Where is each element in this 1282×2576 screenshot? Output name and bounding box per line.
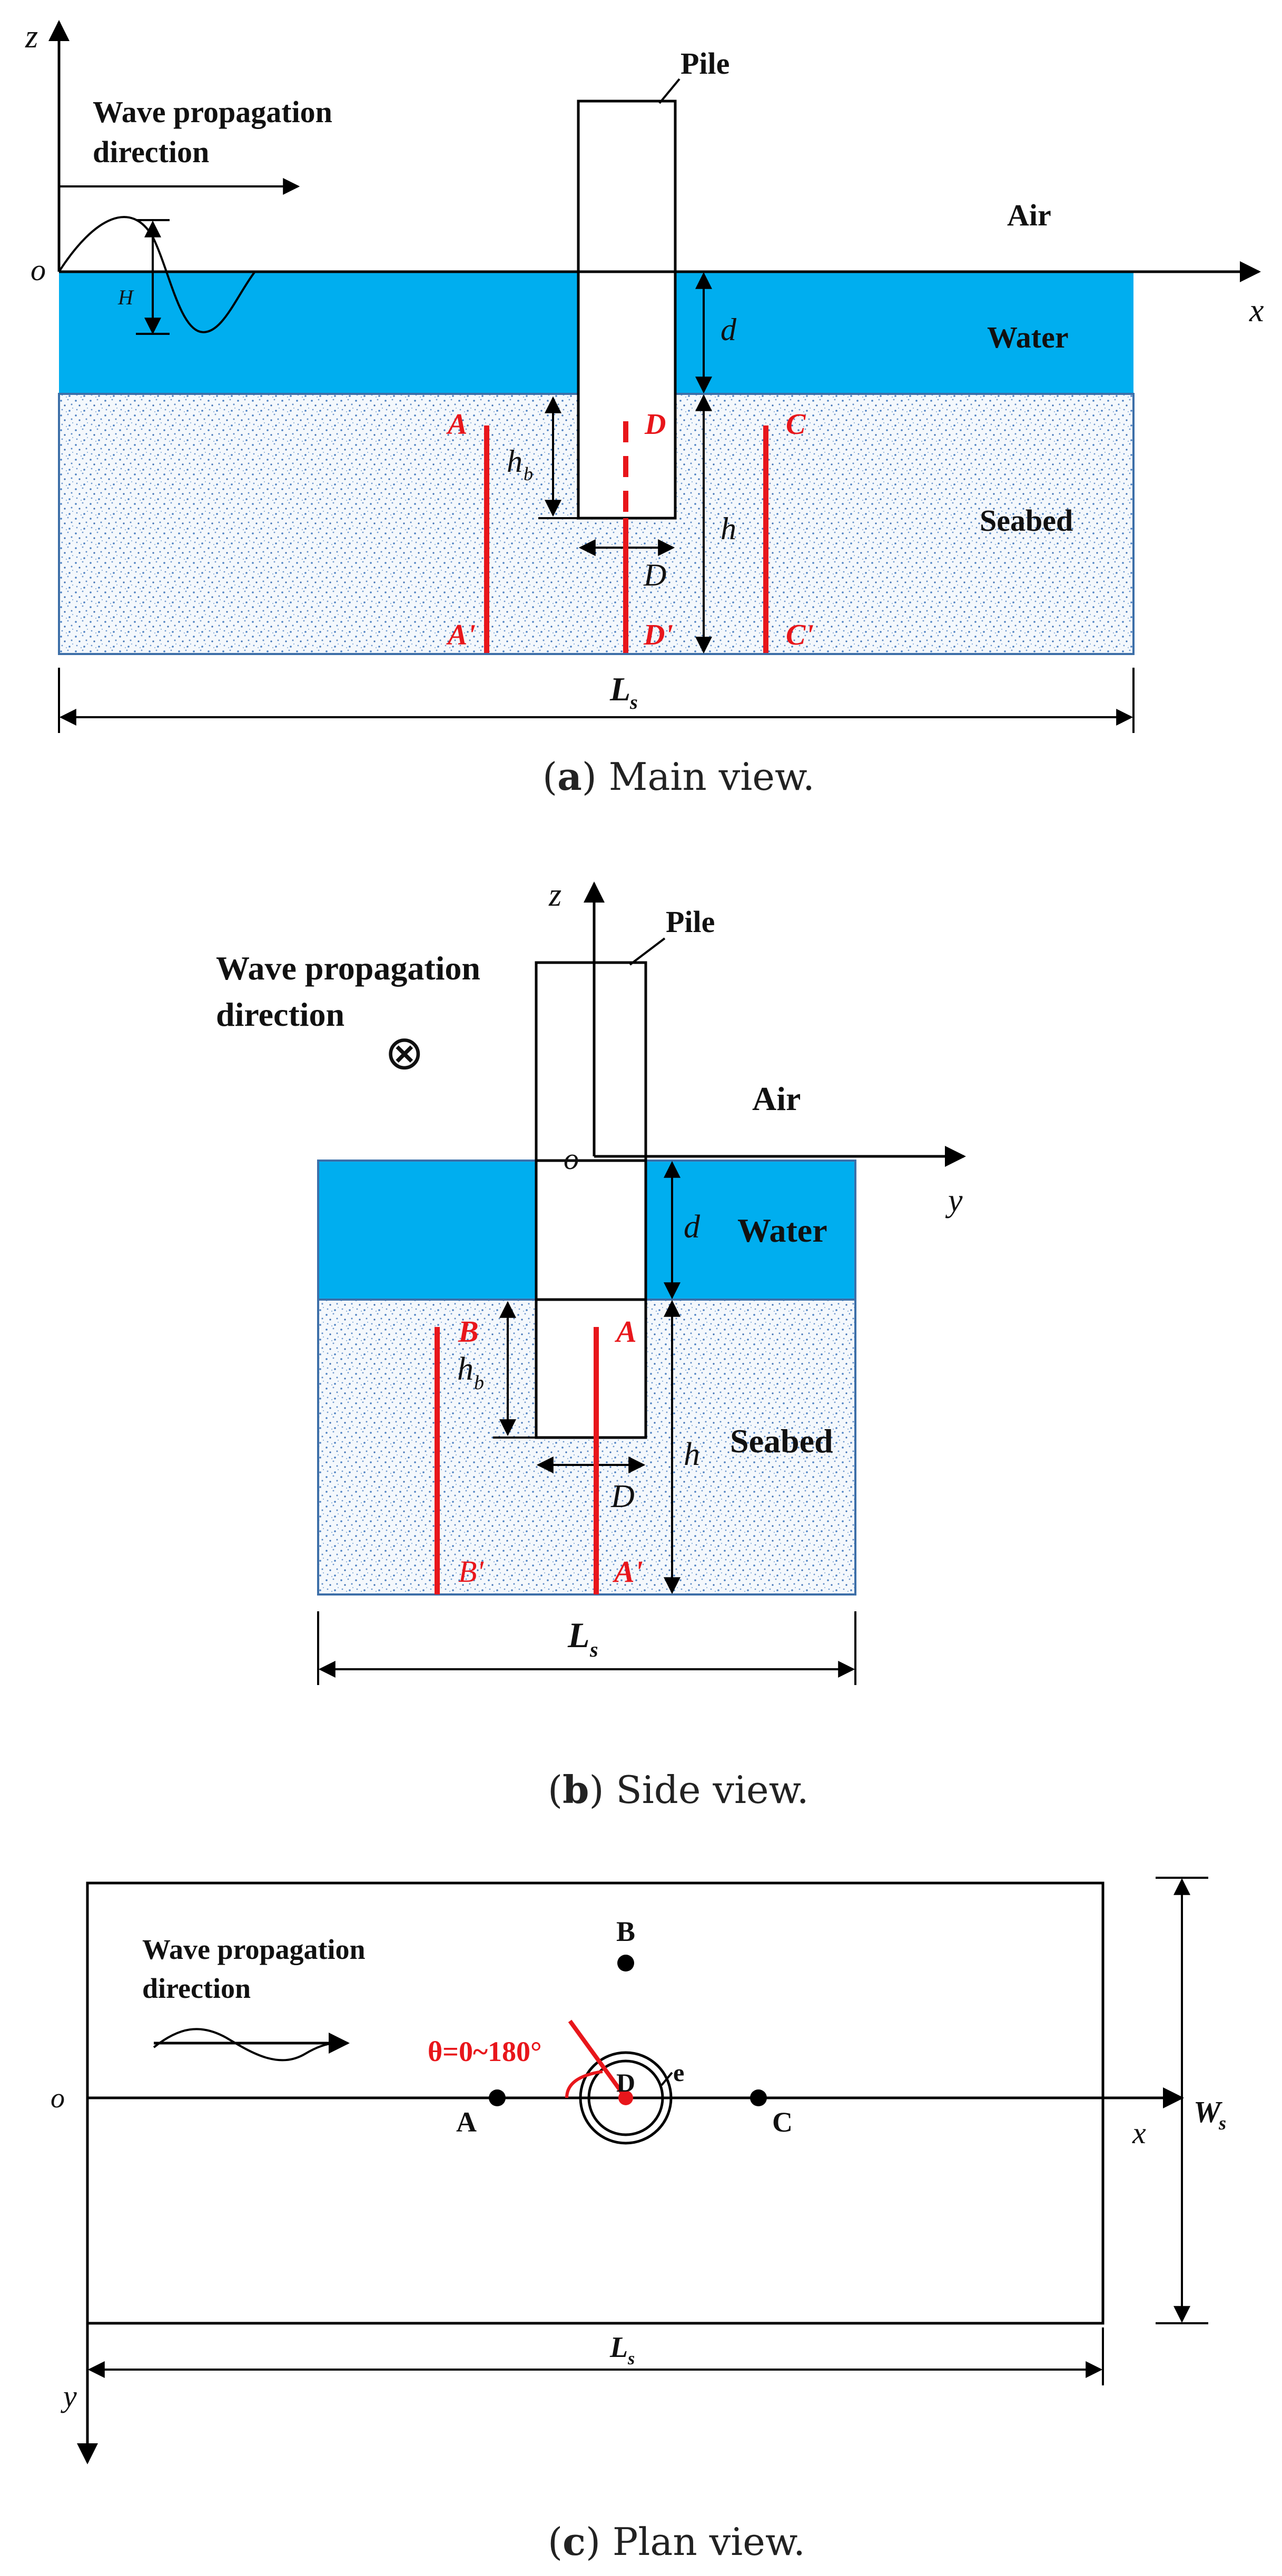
main-C-label: C xyxy=(786,408,806,441)
side-origin-label: o xyxy=(564,1142,579,1176)
main-air-label: Air xyxy=(1007,198,1051,232)
main-origin-label: o xyxy=(31,253,46,287)
plan-theta-label: θ=0~180° xyxy=(428,2036,542,2067)
main-D-top-label: D xyxy=(644,408,666,441)
side-air-label: Air xyxy=(752,1080,801,1117)
main-d-label: d xyxy=(721,312,737,347)
side-pile-label: Pile xyxy=(666,905,715,939)
main-hb-label: h xyxy=(507,444,522,479)
main-wave-profile xyxy=(58,216,256,333)
caption-c: (c) Plan view. xyxy=(548,2519,805,2564)
main-A-label: A xyxy=(446,408,467,441)
main-hb-sub: b xyxy=(524,463,533,484)
plan-point-B xyxy=(617,1955,634,1971)
main-pile-label: Pile xyxy=(681,46,729,81)
plan-pile-inner xyxy=(587,2059,664,2136)
plan-wave-label-2: direction xyxy=(142,1973,251,2004)
plan-theta-ray xyxy=(568,2019,628,2099)
side-A-prime-label: A' xyxy=(613,1554,643,1589)
plan-C-label: C xyxy=(772,2106,793,2138)
caption-b: (b) Side view. xyxy=(548,1767,809,1812)
plan-e-leader xyxy=(660,2072,673,2086)
main-seabed-label: Seabed xyxy=(980,503,1073,538)
side-B-prime-label: B' xyxy=(458,1554,484,1589)
plan-point-C xyxy=(750,2089,767,2106)
plan-A-label: A xyxy=(456,2106,477,2138)
plan-Ws-sub: s xyxy=(1218,2113,1226,2134)
side-pile-leader xyxy=(629,937,666,966)
main-z-label: z xyxy=(25,19,38,55)
side-D-label: D xyxy=(610,1479,635,1514)
main-water-label: Water xyxy=(987,320,1069,354)
plan-pile-outer xyxy=(579,2051,673,2145)
plan-D-label: D xyxy=(616,2068,635,2097)
side-hb-sub: b xyxy=(474,1372,484,1394)
side-wave-label-2: direction xyxy=(216,996,344,1033)
main-pile xyxy=(577,100,677,520)
side-A-label: A xyxy=(615,1314,637,1349)
main-H-label: H xyxy=(117,285,134,309)
main-D-label: D xyxy=(643,558,666,592)
plan-wave-label-1: Wave propagation xyxy=(142,1934,366,1965)
plan-y-label: y xyxy=(61,2379,77,2413)
side-wave-label-1: Wave propagation xyxy=(216,949,480,987)
main-Ls-label: L xyxy=(609,670,630,708)
plan-Ls-label: L xyxy=(609,2331,628,2364)
main-h-label: h xyxy=(721,511,736,546)
main-Ls-sub: s xyxy=(629,691,638,714)
plan-domain xyxy=(86,1881,1105,2325)
main-pile-leader xyxy=(658,78,681,104)
side-pile-in-water xyxy=(535,1159,647,1301)
side-Ls-sub: s xyxy=(589,1638,598,1661)
plan-wave-icon xyxy=(153,2028,338,2062)
side-hb-label: h xyxy=(457,1351,474,1387)
plan-Ls-sub: s xyxy=(627,2349,635,2369)
main-wave-label-1: Wave propagation xyxy=(93,95,332,129)
plan-Ws-label: W xyxy=(1194,2095,1222,2129)
side-Ls-label: L xyxy=(567,1615,590,1655)
side-h-label: h xyxy=(684,1436,700,1472)
plan-view: o x y Wave propagation direction θ=0~180… xyxy=(51,1877,1226,2564)
main-D-prime-label: D' xyxy=(643,619,673,651)
side-view: Pile z y o Wave propagation direction ⊗ … xyxy=(216,877,966,1812)
plan-origin-label: o xyxy=(51,2082,65,2114)
side-d-label: d xyxy=(684,1209,701,1245)
side-water-label: Water xyxy=(737,1212,827,1249)
plan-e-label: e xyxy=(673,2059,684,2087)
main-view: z x o Wave propagation direction H Pile … xyxy=(25,19,1264,799)
plan-theta-arc xyxy=(565,2070,603,2098)
plan-point-D xyxy=(618,2090,633,2105)
plan-x-label: x xyxy=(1132,2116,1146,2150)
side-B-label: B xyxy=(458,1314,479,1349)
side-y-label: y xyxy=(945,1183,963,1218)
caption-a: (a) Main view. xyxy=(543,754,815,799)
plan-point-A xyxy=(489,2089,506,2106)
main-x-label: x xyxy=(1249,293,1264,329)
side-seabed-label: Seabed xyxy=(730,1422,833,1460)
side-into-page-icon: ⊗ xyxy=(384,1025,424,1081)
main-wave-label-2: direction xyxy=(93,135,209,169)
main-A-prime-label: A' xyxy=(446,619,476,651)
main-C-prime-label: C' xyxy=(786,619,814,651)
plan-B-label: B xyxy=(616,1916,635,1947)
side-z-label: z xyxy=(548,877,561,913)
